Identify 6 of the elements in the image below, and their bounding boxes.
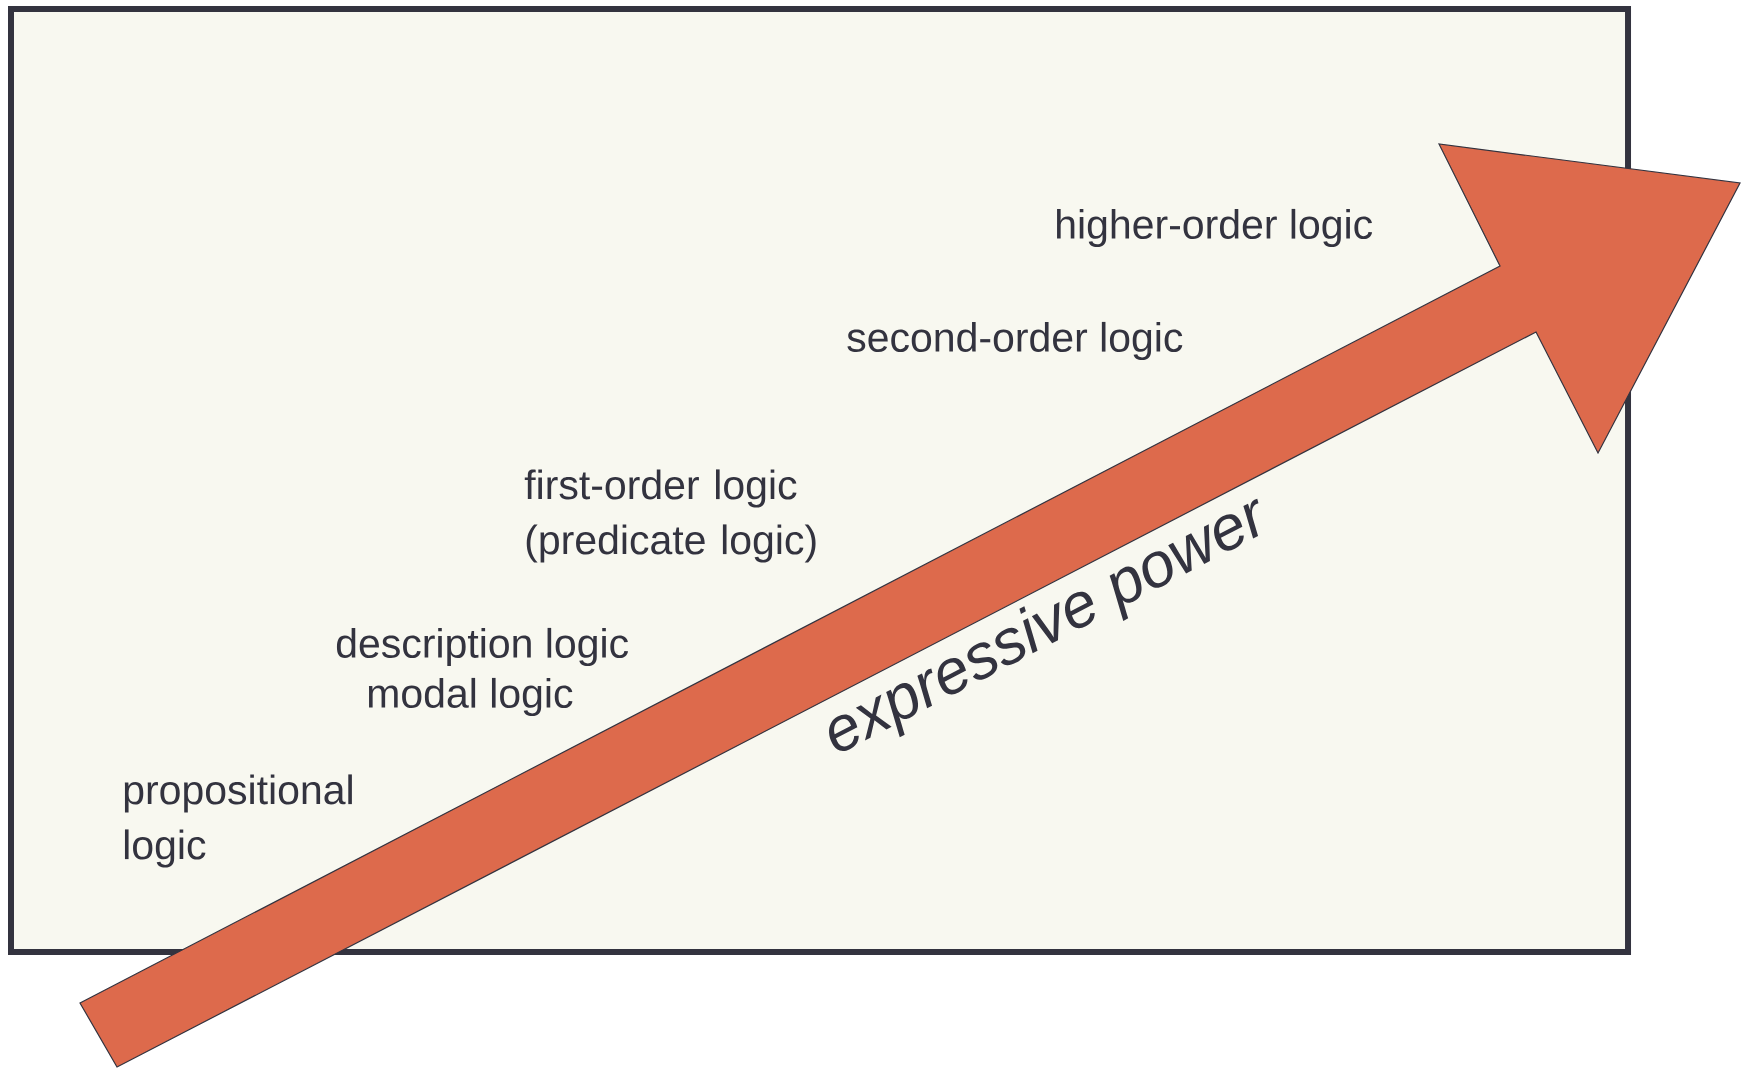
logic-label: first-order logic (predicate logic): [524, 469, 816, 563]
logic-label: modal logic: [368, 677, 573, 717]
logic-label: second-order logic: [847, 321, 1183, 361]
logic-label: higher-order logic: [1057, 208, 1373, 248]
logic-label: propositional logic: [124, 774, 352, 868]
logic-label: description logic: [336, 627, 628, 667]
